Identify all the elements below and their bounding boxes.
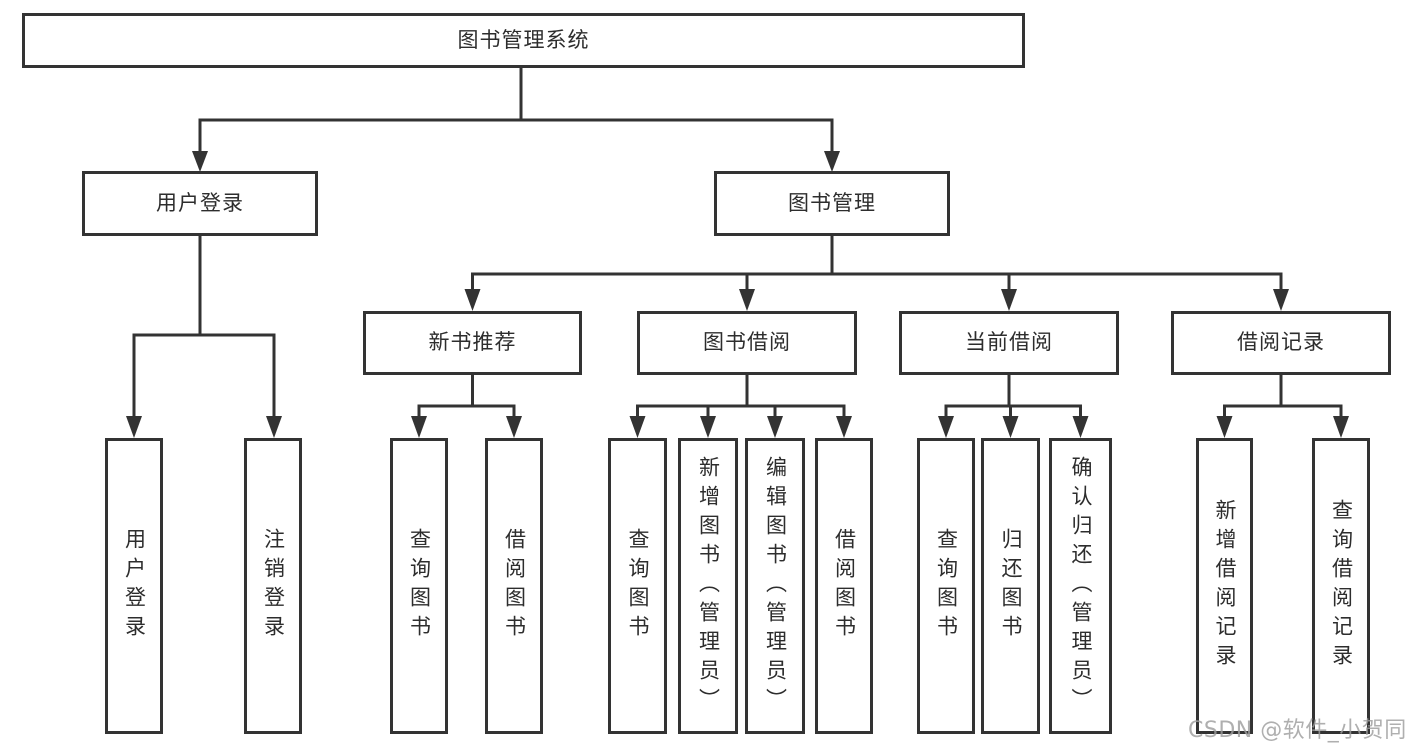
leaf-label: 借阅图书 — [502, 528, 527, 644]
leaf-add-book-admin: 新增图书（管理员） — [678, 438, 738, 734]
leaf-label: 查询借阅记录 — [1329, 499, 1354, 673]
leaf-query-borrow-record: 查询借阅记录 — [1312, 438, 1370, 734]
leaf-label: 查询图书 — [626, 528, 650, 644]
node-label: 借阅记录 — [1237, 330, 1325, 355]
node-borrowing-records: 借阅记录 — [1171, 311, 1391, 375]
node-library-management-system: 图书管理系统 — [22, 13, 1025, 68]
leaf-label: 新增借阅记录 — [1213, 499, 1237, 673]
leaf-label: 查询图书 — [934, 528, 959, 644]
leaf-query-books-recommend: 查询图书 — [390, 438, 448, 734]
leaf-label: 借阅图书 — [832, 528, 857, 644]
node-new-book-recommendation: 新书推荐 — [363, 311, 582, 375]
leaf-edit-book-admin: 编辑图书（管理员） — [745, 438, 805, 734]
leaf-borrow-books-recommend: 借阅图书 — [485, 438, 543, 734]
node-label: 图书借阅 — [703, 330, 791, 355]
node-label: 新书推荐 — [428, 330, 517, 355]
leaf-label: 编辑图书（管理员） — [763, 455, 788, 717]
node-book-borrowing: 图书借阅 — [637, 311, 857, 375]
leaf-logout: 注销登录 — [244, 438, 302, 734]
node-label: 图书管理 — [788, 190, 876, 215]
leaf-query-books-current: 查询图书 — [917, 438, 975, 734]
node-label: 用户登录 — [156, 190, 244, 215]
leaf-label: 查询图书 — [407, 528, 432, 644]
leaf-label: 归还图书 — [999, 528, 1023, 644]
leaf-user-login: 用户登录 — [105, 438, 163, 734]
leaf-borrow-books: 借阅图书 — [815, 438, 873, 734]
leaf-add-borrow-record: 新增借阅记录 — [1196, 438, 1253, 734]
node-book-management: 图书管理 — [714, 171, 950, 236]
leaf-label: 确认归还（管理员） — [1069, 455, 1093, 717]
node-user-login: 用户登录 — [82, 171, 318, 236]
leaf-label: 注销登录 — [261, 528, 286, 644]
leaf-return-book: 归还图书 — [981, 438, 1040, 734]
node-current-borrowing: 当前借阅 — [899, 311, 1119, 375]
leaf-label: 新增图书（管理员） — [696, 455, 721, 717]
node-label: 当前借阅 — [965, 330, 1053, 355]
leaf-label: 用户登录 — [122, 528, 147, 644]
node-label: 图书管理系统 — [457, 27, 590, 52]
leaf-query-books-borrow: 查询图书 — [608, 438, 667, 734]
csdn-watermark: CSDN @软件_小贺同学 — [1188, 718, 1405, 743]
arrowheads — [126, 151, 1349, 438]
leaf-confirm-return-admin: 确认归还（管理员） — [1049, 438, 1112, 734]
